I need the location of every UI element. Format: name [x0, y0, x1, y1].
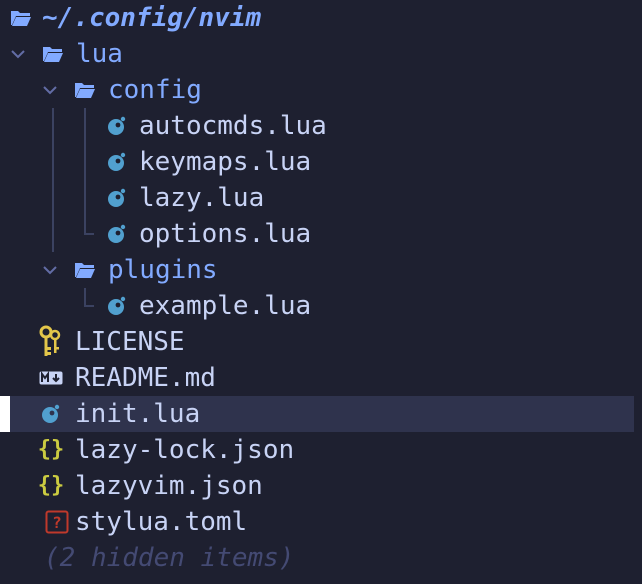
- tree-item-example[interactable]: example.lua: [0, 288, 634, 324]
- tree-item-label: lazy.lua: [139, 183, 265, 213]
- json-icon: {}: [37, 437, 65, 462]
- tree-item-label: options.lua: [139, 219, 312, 249]
- key-icon: [36, 324, 64, 360]
- tree-item-config[interactable]: config: [0, 72, 634, 108]
- tree-item-license[interactable]: LICENSE: [0, 324, 634, 360]
- tree-item-label: LICENSE: [75, 327, 185, 357]
- tree-item-label: lazyvim.json: [75, 471, 263, 501]
- tree-item-autocmds[interactable]: autocmds.lua: [0, 108, 634, 144]
- tree-item-label: lua: [76, 39, 123, 69]
- tree-item-label: example.lua: [139, 291, 312, 321]
- tree-item-options[interactable]: options.lua: [0, 216, 634, 252]
- tree-item-label: README.md: [75, 363, 216, 393]
- tree-item-lazy[interactable]: lazy.lua: [0, 180, 634, 216]
- lua-file-icon: [38, 396, 62, 432]
- markdown-icon: [38, 360, 64, 396]
- indent-guide: [84, 233, 94, 235]
- folder-open-icon: [72, 72, 98, 108]
- lua-file-icon: [104, 216, 128, 252]
- lua-file-icon: [104, 144, 128, 180]
- hidden-items-note: (2 hidden items): [0, 540, 634, 576]
- tree-item-label: init.lua: [75, 399, 201, 429]
- lua-file-icon: [104, 180, 128, 216]
- tree-root[interactable]: ~/.config/nvim: [0, 0, 634, 36]
- folder-open-icon: [40, 36, 66, 72]
- tree-item-plugins[interactable]: plugins: [0, 252, 634, 288]
- tree-item-label: plugins: [108, 255, 218, 285]
- tree-item-lua[interactable]: lua: [0, 36, 634, 72]
- json-icon: {}: [37, 473, 65, 498]
- svg-text:?: ?: [52, 513, 62, 532]
- indent-guide: [84, 305, 94, 307]
- tree-item-label: keymaps.lua: [139, 147, 312, 177]
- tree-item-init[interactable]: init.lua: [0, 396, 634, 432]
- chevron-down-icon: [40, 252, 60, 288]
- tree-item-label: lazy-lock.json: [75, 435, 295, 465]
- folder-open-icon: [72, 252, 98, 288]
- hidden-items-label: (2 hidden items): [44, 543, 295, 573]
- lua-file-icon: [104, 288, 128, 324]
- folder-open-icon: [8, 0, 34, 36]
- indent-guide: [84, 108, 86, 234]
- tree-item-stylua[interactable]: ? stylua.toml: [0, 504, 634, 540]
- tree-item-lazyvim[interactable]: {} lazyvim.json: [0, 468, 634, 504]
- lua-file-icon: [104, 108, 128, 144]
- tree-item-label: config: [108, 75, 202, 105]
- tree-item-readme[interactable]: README.md: [0, 360, 634, 396]
- tree-item-label: stylua.toml: [75, 507, 248, 537]
- tree-item-keymaps[interactable]: keymaps.lua: [0, 144, 634, 180]
- chevron-down-icon: [8, 36, 28, 72]
- tree-item-label: autocmds.lua: [139, 111, 327, 141]
- indent-guide: [84, 288, 86, 306]
- root-path-label: ~/.config/nvim: [42, 3, 262, 33]
- indent-guide: [52, 108, 54, 252]
- cursor-indicator: [0, 396, 10, 432]
- chevron-down-icon: [40, 72, 60, 108]
- unknown-file-icon: ?: [44, 504, 70, 540]
- tree-item-lazy-lock[interactable]: {} lazy-lock.json: [0, 432, 634, 468]
